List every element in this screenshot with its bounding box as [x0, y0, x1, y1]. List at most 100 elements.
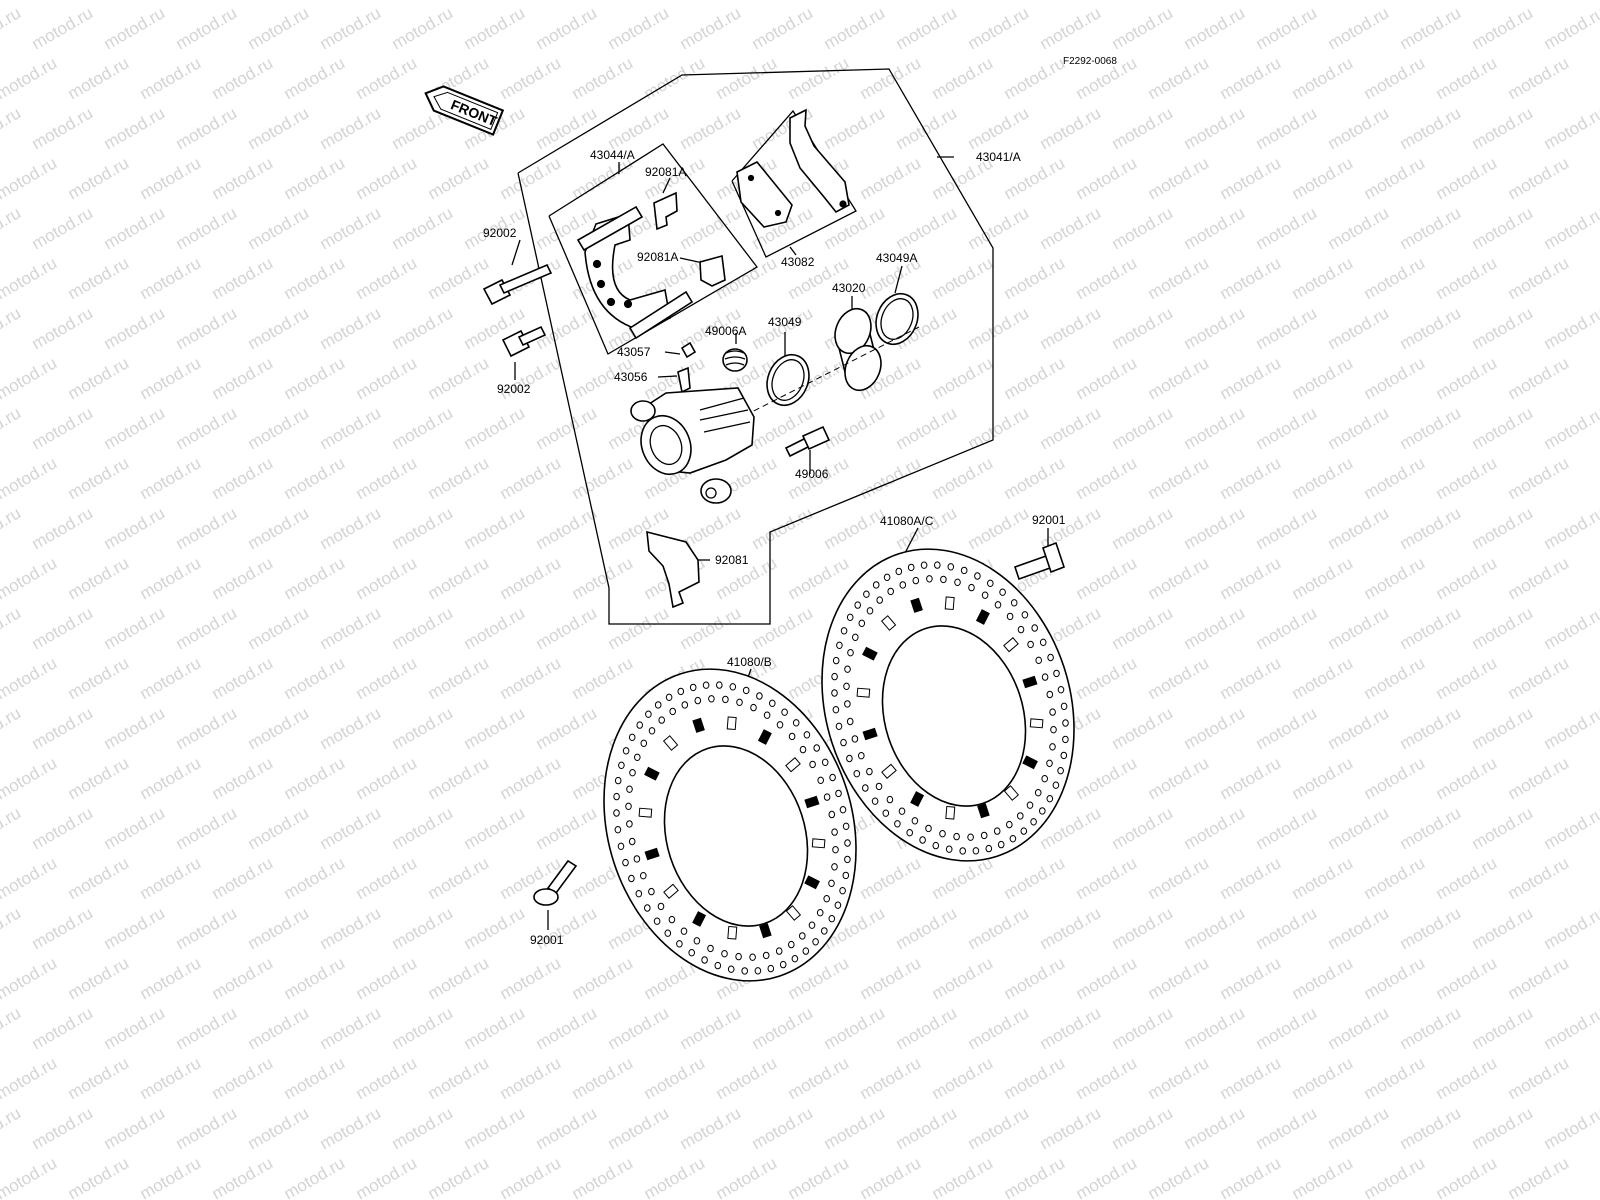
disc-hole	[658, 716, 666, 724]
disc-hole	[742, 686, 750, 695]
watermark-text: motod.ru	[101, 203, 169, 253]
watermark-text: motod.ru	[1145, 853, 1213, 903]
watermark-text: motod.ru	[1325, 603, 1393, 653]
watermark-text: motod.ru	[353, 353, 421, 403]
watermark-text: motod.ru	[29, 3, 97, 53]
watermark-text: motod.ru	[533, 1103, 601, 1153]
watermark-text: motod.ru	[101, 503, 169, 553]
figure-code: F2292-0068	[1063, 56, 1117, 67]
bolt-92002-top	[482, 263, 553, 306]
watermark-text: motod.ru	[101, 703, 169, 753]
watermark-text: motod.ru	[1181, 203, 1249, 253]
watermark-text: motod.ru	[1433, 853, 1501, 903]
disc-slot	[727, 925, 738, 940]
watermark-text: motod.ru	[965, 3, 1033, 53]
disc-hole	[945, 845, 953, 853]
watermark-text: motod.ru	[425, 153, 493, 203]
watermark-text: motod.ru	[1037, 3, 1105, 53]
watermark-text: motod.ru	[929, 453, 997, 503]
watermark-text: motod.ru	[1181, 503, 1249, 553]
disc-hole	[1041, 775, 1048, 783]
caliper-body	[630, 387, 755, 504]
disc-hole	[628, 733, 636, 741]
watermark-text: motod.ru	[1505, 1053, 1573, 1103]
bleed-cap-43057	[680, 341, 697, 359]
watermark-text: motod.ru	[1001, 253, 1069, 303]
disc-hole	[1046, 795, 1054, 803]
disc-hole	[835, 722, 843, 730]
disc-hole	[846, 613, 854, 621]
disc-hole	[654, 701, 662, 709]
disc-hole	[839, 887, 846, 895]
watermark-text: motod.ru	[965, 1103, 1033, 1153]
watermark-text: motod.ru	[1001, 1153, 1069, 1200]
watermark-text: motod.ru	[1289, 1153, 1357, 1200]
watermark-text: motod.ru	[173, 503, 241, 553]
watermark-text: motod.ru	[281, 353, 349, 403]
watermark-text: motod.ru	[1181, 303, 1249, 353]
watermark-text: motod.ru	[1109, 903, 1177, 953]
watermark-text: motod.ru	[173, 903, 241, 953]
watermark-text: motod.ru	[137, 1053, 205, 1103]
watermark-text: motod.ru	[101, 903, 169, 953]
watermark-text: motod.ru	[0, 1103, 24, 1153]
bolt-92001-top	[1013, 541, 1066, 581]
disc-hole	[645, 710, 652, 718]
watermark-text: motod.ru	[1145, 653, 1213, 703]
watermark-text: motod.ru	[209, 653, 277, 703]
watermark-text: motod.ru	[29, 303, 97, 353]
watermark-text: motod.ru	[1217, 1053, 1285, 1103]
watermark-text: motod.ru	[1037, 903, 1105, 953]
watermark-text: motod.ru	[1289, 853, 1357, 903]
watermark-text: motod.ru	[1181, 103, 1249, 153]
disc-hole	[681, 701, 689, 709]
watermark-text: motod.ru	[425, 1153, 493, 1200]
watermark-text: motod.ru	[137, 953, 205, 1003]
disc-hole	[1060, 751, 1068, 760]
watermark-text: motod.ru	[209, 453, 277, 503]
watermark-text: motod.ru	[101, 103, 169, 153]
watermark-text: motod.ru	[1433, 1153, 1501, 1200]
watermark-text: motod.ru	[65, 653, 133, 703]
callout-92081a-top: 92081A	[645, 165, 686, 179]
watermark-text: motod.ru	[0, 353, 60, 403]
watermark-text: motod.ru	[281, 0, 349, 3]
watermark-text: motod.ru	[0, 553, 60, 603]
watermark-text: motod.ru	[749, 603, 817, 653]
watermark-text: motod.ru	[677, 203, 745, 253]
watermark-text: motod.ru	[0, 953, 60, 1003]
watermark-text: motod.ru	[0, 253, 60, 303]
watermark-text: motod.ru	[1001, 53, 1069, 103]
watermark-text: motod.ru	[821, 3, 889, 53]
watermark-text: motod.ru	[893, 3, 961, 53]
watermark-text: motod.ru	[353, 853, 421, 903]
watermark-text: motod.ru	[1541, 903, 1600, 953]
watermark-text: motod.ru	[641, 1153, 709, 1200]
watermark-text: motod.ru	[317, 603, 385, 653]
watermark-text: motod.ru	[101, 1003, 169, 1053]
watermark-text: motod.ru	[1217, 453, 1285, 503]
disc-hole	[832, 706, 840, 714]
watermark-text: motod.ru	[281, 753, 349, 803]
watermark-text: motod.ru	[1217, 653, 1285, 703]
disc-hole	[1020, 827, 1028, 835]
watermark-text: motod.ru	[1325, 3, 1393, 53]
disc-hole	[727, 965, 735, 973]
disc-hole	[716, 681, 723, 689]
watermark-text: motod.ru	[1037, 203, 1105, 253]
disc-hole	[832, 656, 840, 665]
watermark-text: motod.ru	[317, 703, 385, 753]
watermark-text: motod.ru	[317, 3, 385, 53]
watermark-text: motod.ru	[1145, 453, 1213, 503]
disc-hole	[912, 576, 920, 585]
disc-hole	[842, 871, 850, 880]
disc-hole	[863, 590, 870, 598]
watermark-text: motod.ru	[1181, 1103, 1249, 1153]
watermark-text: motod.ru	[533, 103, 601, 153]
watermark-text: motod.ru	[209, 253, 277, 303]
watermark-text: motod.ru	[137, 753, 205, 803]
disc-slot	[944, 596, 955, 611]
disc-hole	[634, 753, 641, 761]
disc-slot	[663, 883, 679, 899]
watermark-text: motod.ru	[0, 53, 60, 103]
